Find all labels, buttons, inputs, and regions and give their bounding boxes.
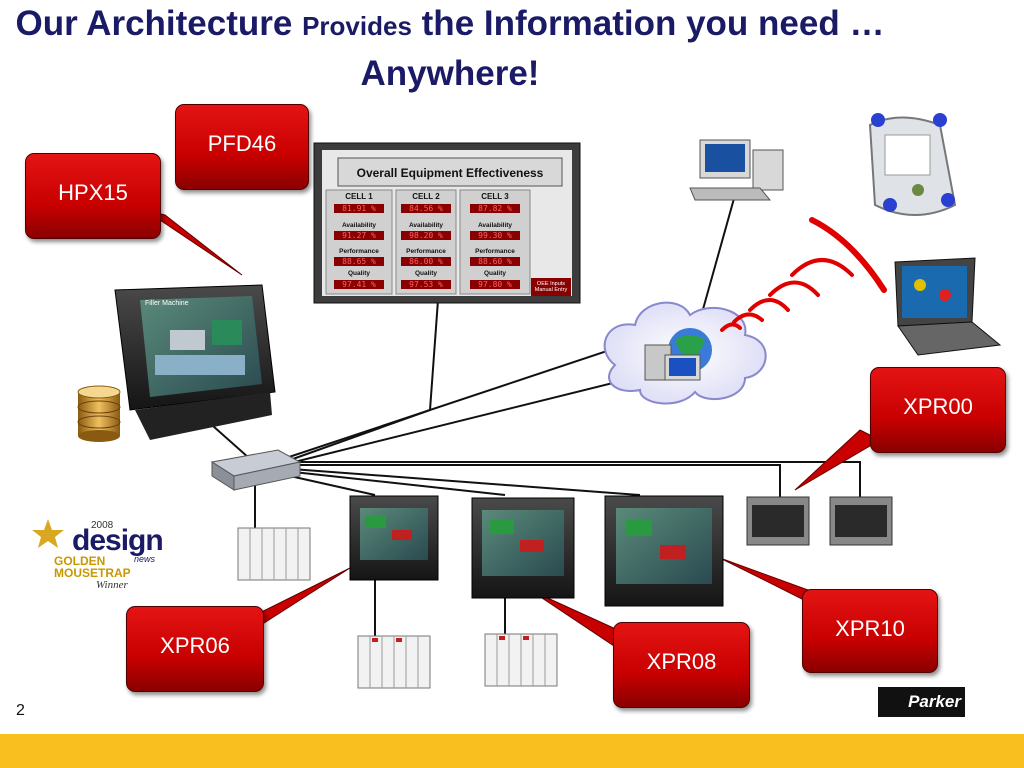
- award-star-icon: [32, 519, 64, 548]
- callout-pfd46-label: PFD46: [207, 131, 277, 156]
- title-part-1: Our Architecture: [15, 4, 293, 43]
- oee-cell-1-quality-label: Quality: [347, 270, 371, 277]
- callout-xpr10: XPR10: [802, 589, 938, 673]
- oee-cell-2-quality-label: Quality: [414, 270, 438, 277]
- callout-hpx15-label: HPX15: [58, 180, 128, 205]
- oee-cell-3-performance-label: Performance: [475, 248, 515, 255]
- laptop-icon: [894, 257, 1002, 356]
- title-part-2: Provides: [302, 11, 412, 41]
- title-part-3: the Information you need … Anywhere!: [360, 4, 885, 93]
- oee-cell-3-oee: 87.82 %: [470, 204, 520, 213]
- oee-cell-2-oee: 84.56 %: [401, 204, 451, 213]
- hpx15-panel: [114, 284, 276, 440]
- oee-board-title: Overall Equipment Effectiveness: [356, 166, 544, 180]
- database-icon: [77, 385, 121, 442]
- oee-cell-2-performance: 86.00 %: [401, 257, 451, 266]
- footer-bar: [0, 734, 1024, 768]
- oee-cell-3-name: CELL 3: [481, 192, 509, 201]
- oee-cell-3-availability-label: Availability: [477, 222, 513, 229]
- wireless-signal-icon: [720, 217, 887, 332]
- callout-pfd46: PFD46: [175, 104, 309, 190]
- oee-cell-2-name: CELL 2: [412, 192, 440, 201]
- oee-cell-1-quality: 97.41 %: [334, 280, 384, 289]
- page-number: 2: [16, 702, 25, 719]
- callout-xpr00-label: XPR00: [903, 394, 973, 419]
- xpr06-panel: [349, 495, 439, 581]
- oee-cell-2-performance-label: Performance: [406, 248, 446, 255]
- award-winner: Winner: [96, 579, 128, 591]
- award-year: 2008: [91, 520, 114, 531]
- handheld-device-icon: [868, 113, 957, 216]
- oee-cell-3-quality-label: Quality: [483, 270, 507, 277]
- hmi-screen-title: Filler Machine: [145, 300, 189, 307]
- oee-cell-1-name: CELL 1: [345, 192, 373, 201]
- oee-cell-2-availability-label: Availability: [408, 222, 444, 229]
- award-design: design: [72, 524, 164, 557]
- oee-inputs-note: OEE Inputs Manual Entry: [534, 281, 568, 293]
- network-switch-icon: [210, 449, 302, 491]
- parker-logo: Parker: [878, 687, 965, 717]
- oee-cell-3-performance: 88.60 %: [470, 257, 520, 266]
- oee-cell-1-performance-label: Performance: [339, 248, 379, 255]
- oee-cell-1-availability-label: Availability: [341, 222, 377, 229]
- callout-hpx15: HPX15: [25, 153, 161, 239]
- design-news-award: 2008 design news GOLDEN MOUSETRAP Winner: [36, 516, 186, 596]
- slide-title: Our Architecture Provides the Informatio…: [0, 0, 900, 98]
- oee-cell-2-availability: 98.20 %: [401, 231, 451, 240]
- oee-cell-1-availability: 91.27 %: [334, 231, 384, 240]
- oee-cell-3-availability: 99.30 %: [470, 231, 520, 240]
- award-news: news: [134, 554, 156, 564]
- callout-xpr00: XPR00: [870, 367, 1006, 453]
- award-mousetrap: MOUSETRAP: [54, 566, 131, 580]
- callout-xpr10-label: XPR10: [835, 616, 905, 641]
- callout-xpr06-label: XPR06: [160, 633, 230, 658]
- oee-cell-1-oee: 81.91 %: [334, 204, 384, 213]
- oee-cell-1-performance: 88.65 %: [334, 257, 384, 266]
- xpr10-panel: [604, 495, 724, 607]
- callout-xpr08: XPR08: [613, 622, 750, 708]
- xpr08-panel: [471, 497, 575, 599]
- xpr00-io-modules: [746, 496, 893, 546]
- desktop-pc-icon: [689, 139, 784, 201]
- callout-xpr08-label: XPR08: [646, 649, 717, 674]
- award-golden: GOLDEN: [54, 554, 106, 568]
- callout-xpr06: XPR06: [126, 606, 264, 692]
- oee-cell-2-quality: 97.53 %: [401, 280, 451, 289]
- oee-cell-3-quality: 97.80 %: [470, 280, 520, 289]
